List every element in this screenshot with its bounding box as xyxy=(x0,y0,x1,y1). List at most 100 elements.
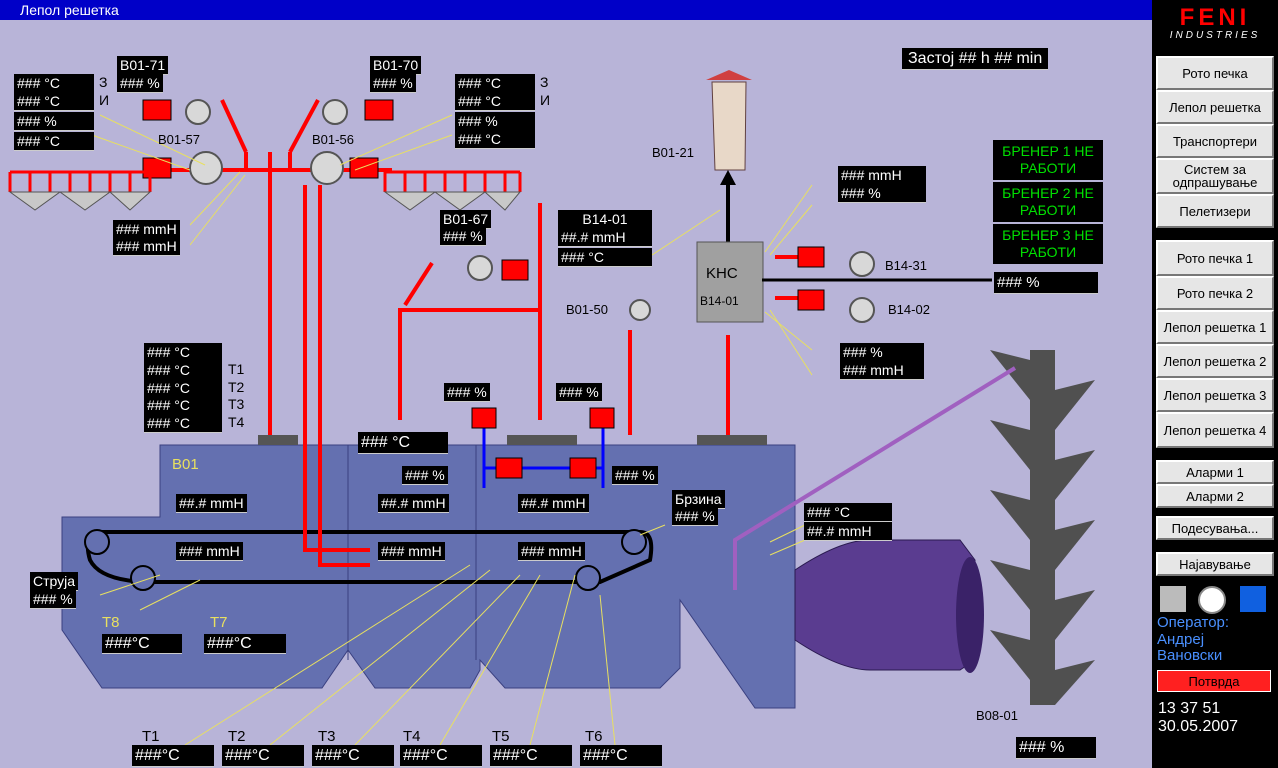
nav-lepol-reshetka-2[interactable]: Лепол решетка 2 xyxy=(1156,344,1274,378)
pct-left: ### % xyxy=(14,112,94,131)
zone1-pressure: ##.# mmH xyxy=(176,494,247,513)
nav-alarmi-1[interactable]: Аларми 1 xyxy=(1156,460,1274,484)
pct-right: ### % xyxy=(455,112,535,131)
b0121-label: B01-21 xyxy=(652,145,694,160)
burner-1-status: БРЕНЕР 1 НЕ РАБОТИ xyxy=(993,140,1103,180)
stoppage-display: Застој ## h ## min xyxy=(902,48,1049,70)
b0171-value: ### % xyxy=(117,74,163,93)
bt4-label: T4 xyxy=(403,728,421,745)
nav-lepol-reshetka-4[interactable]: Лепол решетка 4 xyxy=(1156,412,1274,448)
conveyor-pulley xyxy=(621,529,647,555)
nav-roto-pechka-1[interactable]: Рото печка 1 xyxy=(1156,240,1274,276)
b0170-label: B01-70 xyxy=(370,56,422,75)
cooler-pct: ### % xyxy=(1016,737,1096,759)
zone2-pct: ### % xyxy=(402,466,448,485)
b1402-label: B14-02 xyxy=(888,302,930,317)
temp-z-right: ### °C xyxy=(455,74,535,93)
settings-button[interactable]: Подесувања... xyxy=(1156,516,1274,540)
bt5-value: ###°C xyxy=(490,745,572,767)
pressure-2: ### mmH xyxy=(113,237,180,256)
b0157-label: B01-57 xyxy=(158,132,200,147)
zone3-pressure: ##.# mmH xyxy=(518,494,589,513)
bt6-value: ###°C xyxy=(580,745,662,767)
b1431-label: B14-31 xyxy=(885,258,927,273)
speed-label: Брзина xyxy=(672,490,725,509)
i-left: И xyxy=(99,92,110,108)
bt3-label: T3 xyxy=(318,728,336,745)
chimney xyxy=(711,81,747,171)
b0171-label: B01-71 xyxy=(117,56,169,75)
confirm-button[interactable]: Потврда xyxy=(1157,670,1271,692)
clock-time: 13 37 51 xyxy=(1158,700,1221,717)
bt6-label: T6 xyxy=(585,728,603,745)
kiln-pressure: ##.# mmH xyxy=(804,522,892,541)
nav-peletizeri[interactable]: Пелетизери xyxy=(1156,194,1274,228)
conveyor-pulley xyxy=(575,565,601,591)
temp-right-3: ### °C xyxy=(455,130,535,149)
b0150-label: B01-50 xyxy=(566,302,608,317)
nav-sistem-odprashuvanje[interactable]: Систем за одпрашување xyxy=(1156,158,1274,194)
zone3-pct: ### % xyxy=(612,466,658,485)
b01-label: B01 xyxy=(172,456,199,473)
burner-pct: ### % xyxy=(994,272,1098,294)
b1401-label: B14-01 xyxy=(558,210,652,229)
right-pct-top: ### % xyxy=(838,184,926,203)
nav-roto-pechka-2[interactable]: Рото печка 2 xyxy=(1156,276,1274,310)
b0801-label: B08-01 xyxy=(976,708,1018,723)
t3-label: T3 xyxy=(228,396,245,412)
t1-label: T1 xyxy=(228,361,245,377)
nav-lepol-reshetka-3[interactable]: Лепол решетка 3 xyxy=(1156,378,1274,412)
b0167-label: B01-67 xyxy=(440,210,492,229)
burner-2-status: БРЕНЕР 2 НЕ РАБОТИ xyxy=(993,182,1103,222)
temp-t0: ### °C xyxy=(144,343,222,362)
i-right: И xyxy=(540,92,551,108)
khc-id: B14-01 xyxy=(700,294,739,308)
window-icon[interactable] xyxy=(1240,586,1266,612)
bt2-label: T2 xyxy=(228,728,246,745)
right-pressure-bottom: ### mmH xyxy=(840,361,924,380)
b0156-label: B01-56 xyxy=(312,132,354,147)
rotary-kiln xyxy=(794,539,976,671)
nav-lepol-reshetka[interactable]: Лепол решетка xyxy=(1156,90,1274,124)
nav-roto-pechka[interactable]: Рото печка xyxy=(1156,56,1274,90)
z-left: З xyxy=(99,74,108,90)
conveyor-pulley xyxy=(84,529,110,555)
printer-icon[interactable] xyxy=(1160,586,1186,612)
speed-value: ### % xyxy=(672,507,718,526)
bt2-value: ###°C xyxy=(222,745,304,767)
nav-alarmi-2[interactable]: Аларми 2 xyxy=(1156,484,1274,508)
pressure-1: ### mmH xyxy=(113,220,180,239)
zone1-pressure-2: ### mmH xyxy=(176,542,243,561)
z-right: З xyxy=(540,74,549,90)
login-button[interactable]: Најавување xyxy=(1156,552,1274,576)
right-pressure-top: ### mmH xyxy=(838,166,926,185)
temp-i-left: ### °C xyxy=(14,92,94,111)
operator-surname: Вановски xyxy=(1157,647,1223,664)
right-pct-bottom: ### % xyxy=(840,343,924,362)
valve-right-pct: ### % xyxy=(556,383,602,402)
temp-z-left: ### °C xyxy=(14,74,94,93)
bt4-value: ###°C xyxy=(400,745,482,767)
b1401-pressure: ##.# mmH xyxy=(558,228,652,247)
b0167-value: ### % xyxy=(440,227,486,246)
operator-name: Андреј xyxy=(1157,631,1205,648)
temp-t1: ### °C xyxy=(144,361,222,380)
clock-icon[interactable] xyxy=(1198,586,1226,614)
cooler-column xyxy=(1030,350,1055,705)
temp-i-right: ### °C xyxy=(455,92,535,111)
bt1-label: T1 xyxy=(142,728,160,745)
nav-transporteri[interactable]: Транспортери xyxy=(1156,124,1274,158)
b1401-temp: ### °C xyxy=(558,248,652,267)
t8-label: T8 xyxy=(102,614,120,631)
t2-label: T2 xyxy=(228,379,245,395)
t7-label: T7 xyxy=(210,614,228,631)
window-title: Лепол решетка xyxy=(0,0,1152,20)
t7-value: ###°C xyxy=(204,634,286,654)
current-value: ### % xyxy=(30,590,76,609)
conveyor-pulley xyxy=(130,565,156,591)
kiln-temp: ### °C xyxy=(804,503,892,522)
bt5-label: T5 xyxy=(492,728,510,745)
current-label: Струја xyxy=(30,572,79,591)
zone2-pressure-2: ### mmH xyxy=(378,542,445,561)
nav-lepol-reshetka-1[interactable]: Лепол решетка 1 xyxy=(1156,310,1274,344)
